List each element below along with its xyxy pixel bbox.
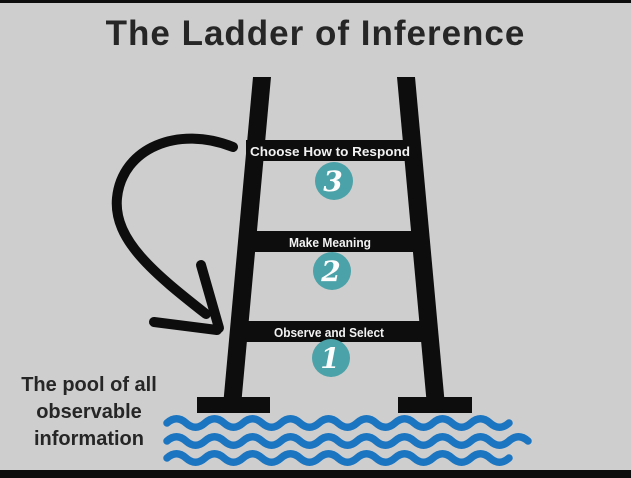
ladder-left-foot [197,397,270,413]
wave-line-3 [163,450,513,466]
top-border-bar [0,0,631,3]
curved-arrow-shaft [111,133,238,319]
pool-caption-line-3: information [34,428,144,450]
bottom-border-bar [0,470,631,478]
wave-line-1 [163,415,513,431]
pool-caption-line-2: observable [36,401,142,423]
step-1-badge [312,339,350,377]
pool-caption-line-1: The pool of all [21,374,157,396]
step-1-number: 1 [320,342,339,375]
rung-top-label: Choose How to Respond [250,144,410,159]
page-title: The Ladder of Inference [105,14,526,53]
ladder: Choose How to Respond Make Meaning Obser… [197,77,472,413]
step-3-badge [315,162,353,200]
step-2-badge [313,252,351,290]
curved-arrow-icon [111,133,238,335]
curved-arrow-barb-right [196,260,224,333]
rung-middle-label: Make Meaning [289,235,371,250]
wave-line-2 [163,433,532,449]
ladder-right-foot [398,397,472,413]
pool-caption: The pool of all observable information [3,372,175,453]
rung-top [246,140,414,161]
curved-arrow-barb-left [149,317,222,335]
rung-bottom-label: Observe and Select [274,325,385,340]
water-waves-icon [163,415,532,466]
step-3-number: 3 [323,165,342,198]
step-2-number: 2 [320,255,340,288]
rung-middle [241,231,418,252]
rung-bottom [236,321,422,342]
